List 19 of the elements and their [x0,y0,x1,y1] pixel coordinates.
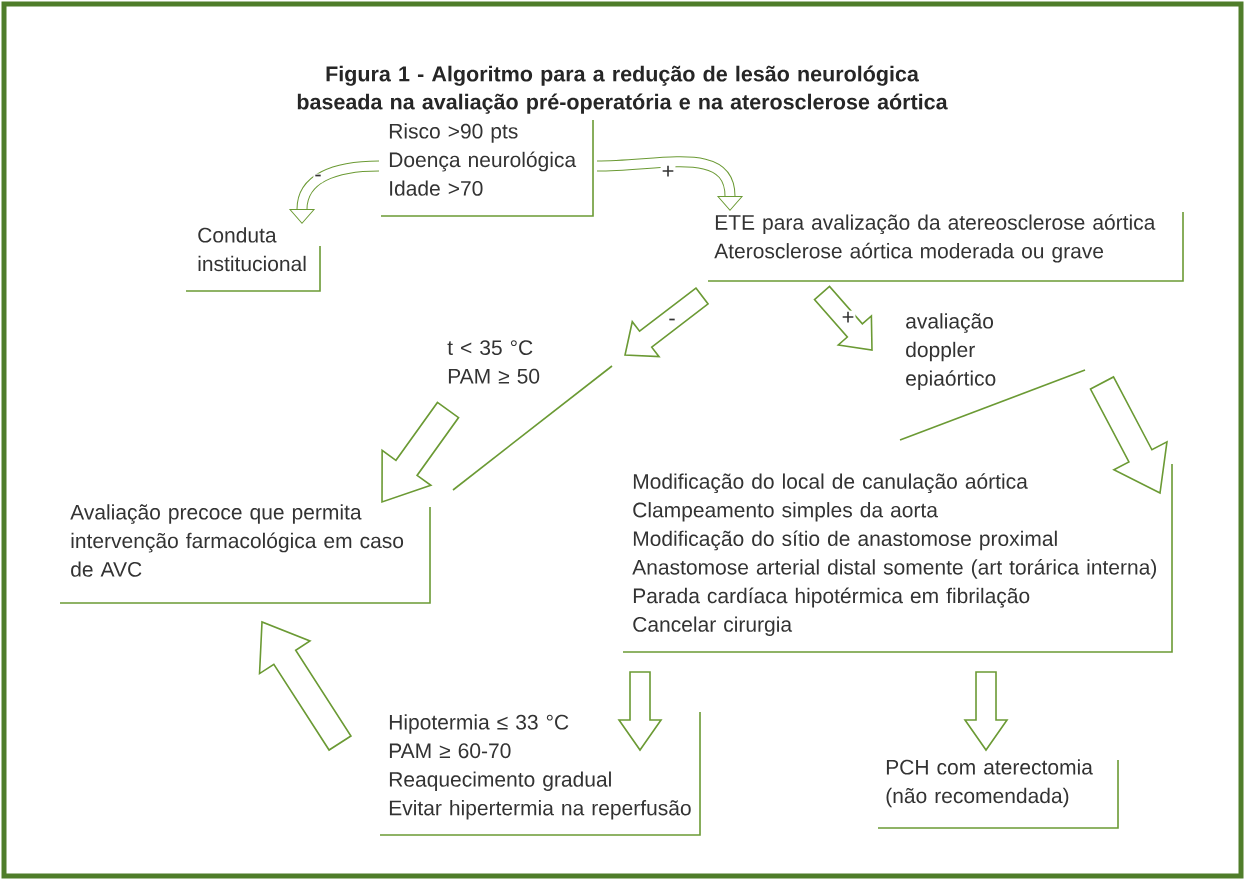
text-box: ETE para avalização da atereosclerose aórtica Aterosclerose aórtica moderada ou grave [707,211,1184,282]
block-arrow [963,671,1009,752]
text-box: Risco >90 pts Doença neurológica Idade >70 [380,119,594,217]
text-box: Avaliação precoce que permita intervenção farmacológica em caso de AVC [59,504,431,604]
figure-title: Figura 1 - Algoritmo para a redução de lesão neurológica baseada na avaliação pré-operatória e na aterosclerose aórtica [297,65,948,114]
block-arrow [1089,375,1168,495]
text-box: Hipotermia ≤ 33 °C PAM ≥ 60-70 Reaquecimento gradual Evitar hipertermia na reperfusão [379,711,701,836]
underlined-note: avaliação doppler epiaórtico [899,313,1086,441]
block-arrow [381,401,460,504]
curved-arrow [596,156,743,211]
text-box: Modificação do local de canulação aórtica Clampeamento simples da aorta Modificação do sítio de anastomose proximal Anastomose arterial distal somente (art torárica interna) Parada cardíaca hipotérmica em fibrilação Cancelar cirurgia [622,463,1173,653]
underlined-note: t < 35 °C PAM ≥ 50 [447,340,613,491]
curved-arrow [289,160,380,224]
text-box: PCH com aterectomia (não recomendada) [877,759,1119,829]
text-box: Conduta institucional [185,227,321,292]
block-arrow [813,285,873,351]
edge-label: - [313,173,323,183]
edge-label: - [667,317,677,327]
block-arrow [617,671,663,752]
